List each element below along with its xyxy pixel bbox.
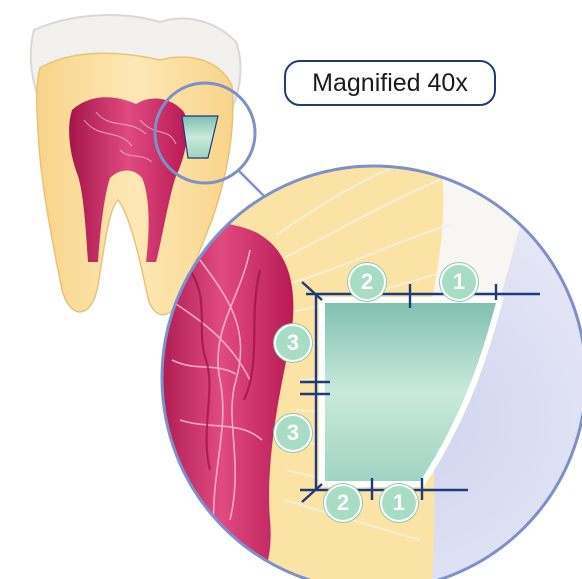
- marker-2-bottom: 2: [324, 484, 362, 522]
- marker-1-bottom: 1: [380, 484, 418, 522]
- marker-2-top: 2: [348, 263, 386, 301]
- marker-3-lower: 3: [274, 414, 312, 452]
- marker-1-top: 1: [440, 263, 478, 301]
- marker-3-upper: 3: [274, 324, 312, 362]
- magnification-label: Magnified 40x: [284, 60, 496, 106]
- magnified-lens: [150, 150, 582, 579]
